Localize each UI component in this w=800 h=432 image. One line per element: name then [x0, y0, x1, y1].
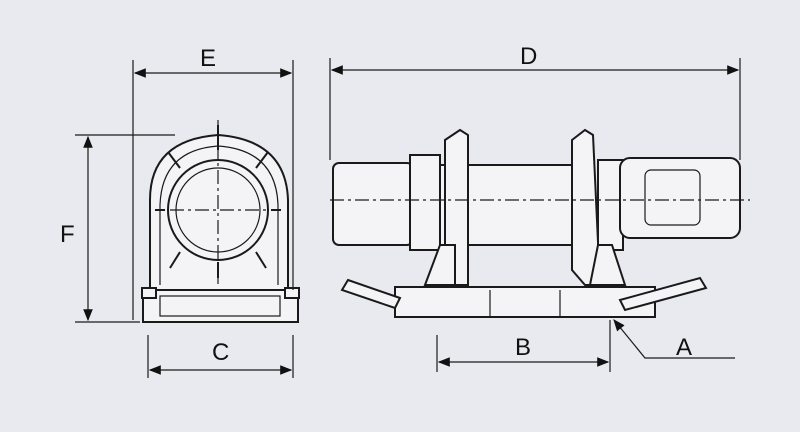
label-E: E [200, 45, 216, 72]
left-lever [340, 278, 402, 310]
label-F: F [60, 221, 75, 248]
label-B: B [515, 334, 531, 361]
dimension-lines [75, 58, 741, 378]
side-view [330, 128, 750, 318]
label-D: D [520, 43, 537, 70]
end-view [141, 120, 300, 323]
label-C: C [212, 339, 229, 366]
label-A: A [676, 334, 692, 361]
right-lever [618, 276, 708, 312]
